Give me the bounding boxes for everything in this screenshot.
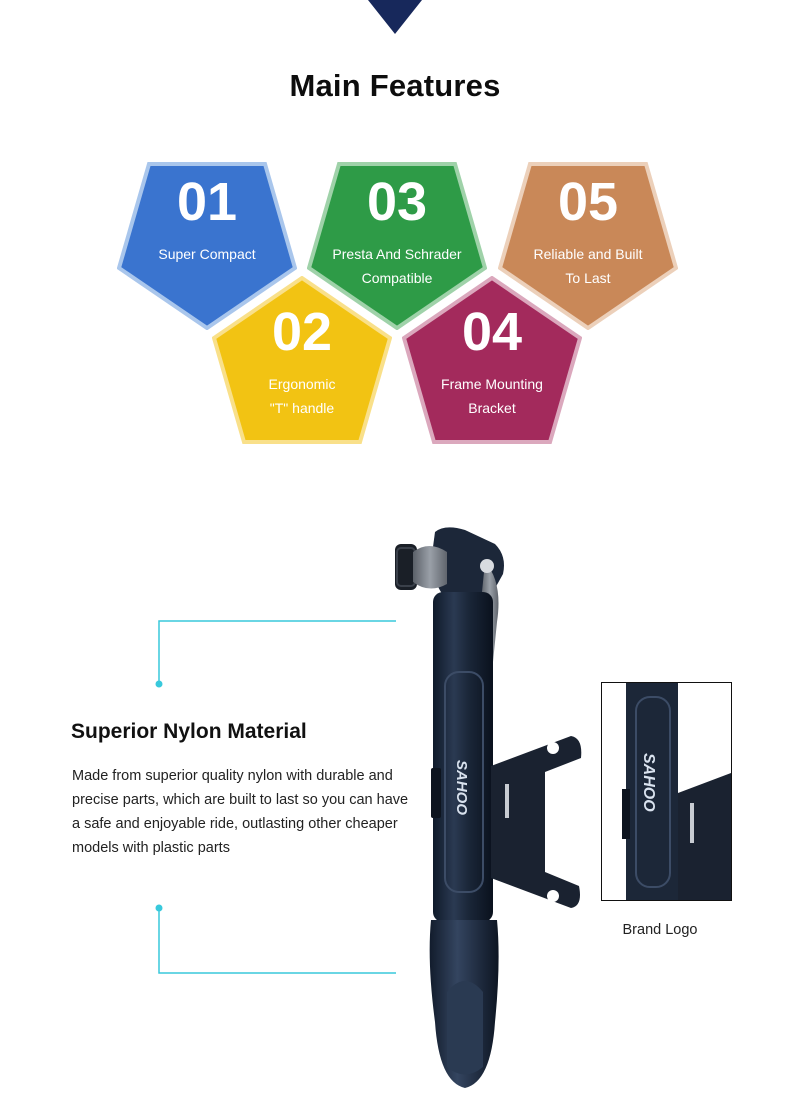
svg-text:SAHOO: SAHOO xyxy=(453,760,470,815)
feature-pentagon-01: 01 Super Compact xyxy=(117,160,297,330)
feature-pentagon-02: 02 Ergonomic "T" handle xyxy=(212,276,392,446)
feature-pentagon-04: 04 Frame Mounting Bracket xyxy=(402,276,582,446)
feature-number: 03 xyxy=(366,172,428,232)
pentagon-shape xyxy=(402,276,582,444)
down-arrow-icon xyxy=(368,0,422,34)
feature-pentagon-05: 05 Reliable and Built To Last xyxy=(498,160,678,330)
pentagon-shape xyxy=(307,162,487,330)
section-description: Made from superior quality nylon with du… xyxy=(72,768,409,856)
feature-pentagon-03: 03 Presta And Schrader Compatible xyxy=(307,160,487,330)
brand-logo-inset: SAHOO xyxy=(601,682,732,901)
feature-label: Ergonomic "T" handle xyxy=(268,376,336,416)
brand-logo: SAHOO xyxy=(453,760,470,815)
main-features-heading: Main Features xyxy=(289,68,501,103)
feature-label: Reliable and Built To Last xyxy=(533,246,643,286)
pentagon-shape xyxy=(212,276,392,444)
section-title: Superior Nylon Material xyxy=(71,720,307,743)
pentagon-shape xyxy=(117,162,297,330)
feature-label: Frame Mounting Bracket xyxy=(441,376,543,416)
inset-image: SAHOO xyxy=(602,683,731,900)
bike-pump-image: SAHOO xyxy=(395,527,582,1088)
inset-caption: Brand Logo xyxy=(622,922,698,938)
feature-number: 02 xyxy=(271,302,333,362)
feature-label: Presta And Schrader Compatible xyxy=(332,246,462,286)
feature-number: 05 xyxy=(557,172,619,232)
svg-text:SAHOO: SAHOO xyxy=(640,753,657,812)
feature-number: 01 xyxy=(176,172,238,232)
feature-label: Super Compact xyxy=(158,246,256,262)
feature-number: 04 xyxy=(461,302,523,362)
pentagon-shape xyxy=(498,162,678,330)
